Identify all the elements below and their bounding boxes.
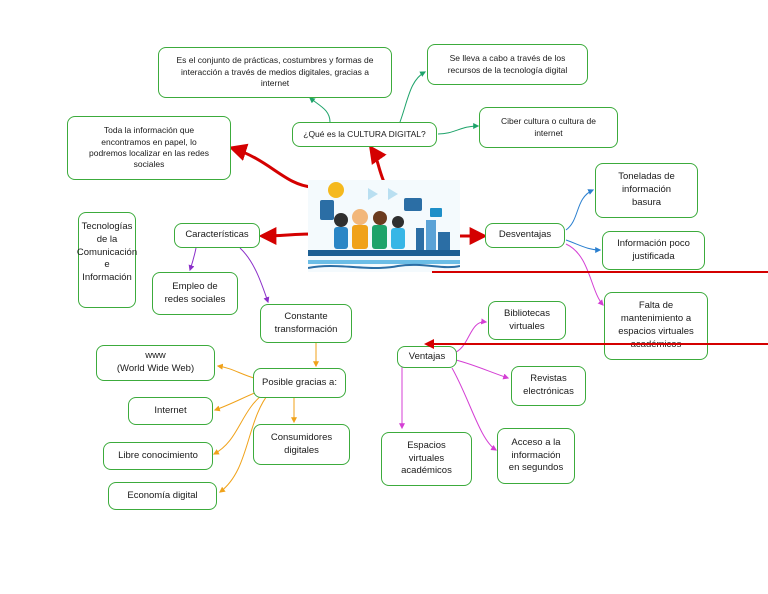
link-desv-infopoco	[565, 239, 602, 253]
node-ciber: Ciber cultura o cultura de internet	[479, 107, 618, 148]
link-vent-revistas	[455, 359, 510, 380]
link-desv-falta	[565, 243, 604, 306]
overlay-red-line-upper	[432, 271, 768, 273]
link-posible-www	[216, 363, 255, 379]
link-caract-constante	[239, 247, 270, 304]
link-quees-recursos	[399, 71, 427, 123]
digital-culture-illustration	[307, 180, 461, 272]
node-desventajas: Desventajas	[485, 223, 565, 248]
link-vent-acceso	[451, 367, 498, 451]
node-info-poco: Información poco justificada	[602, 231, 705, 270]
overlay-red-line-lower	[430, 343, 768, 345]
node-espacios: Espacios virtuales académicos	[381, 432, 472, 486]
node-empleo: Empleo de redes sociales	[152, 272, 238, 315]
link-center-quees	[368, 145, 387, 183]
node-acceso: Acceso a la información en segundos	[497, 428, 575, 484]
node-info-papel: Toda la información que encontramos en p…	[67, 116, 231, 180]
node-www: www (World Wide Web)	[96, 345, 215, 381]
node-toneladas: Toneladas de información basura	[595, 163, 698, 218]
node-que-es: ¿Qué es la CULTURA DIGITAL?	[292, 122, 437, 147]
link-quees-definicion	[309, 97, 331, 123]
node-ventajas: Ventajas	[397, 346, 457, 368]
node-definicion: Es el conjunto de prácticas, costumbres …	[158, 47, 392, 98]
node-libre: Libre conocimiento	[103, 442, 213, 470]
link-center-infopapel	[228, 143, 313, 189]
node-constante: Constante transformación	[260, 304, 352, 343]
link-posible-economia	[219, 391, 271, 493]
node-recursos: Se lleva a cabo a través de los recursos…	[427, 44, 588, 85]
node-falta: Falta de mantenimiento a espacios virtua…	[604, 292, 708, 360]
link-center-caracteristicas	[258, 226, 313, 245]
overlay-arrowhead	[424, 339, 434, 349]
link-desv-toneladas	[565, 189, 595, 231]
node-caracteristicas: Características	[174, 223, 260, 248]
node-bibliotecas: Bibliotecas virtuales	[488, 301, 566, 340]
node-revistas: Revistas electrónicas	[511, 366, 586, 406]
node-posible: Posible gracias a:	[253, 368, 346, 398]
node-internet: Internet	[128, 397, 213, 425]
link-quees-ciber	[437, 123, 480, 135]
node-economia: Economía digital	[108, 482, 217, 510]
node-tic: Tecnologías de la Comunicación e Informa…	[77, 212, 137, 308]
link-vent-bibliotecas	[455, 318, 488, 353]
node-consumidores: Consumidores digitales	[253, 424, 350, 465]
link-caract-empleo	[188, 247, 197, 272]
